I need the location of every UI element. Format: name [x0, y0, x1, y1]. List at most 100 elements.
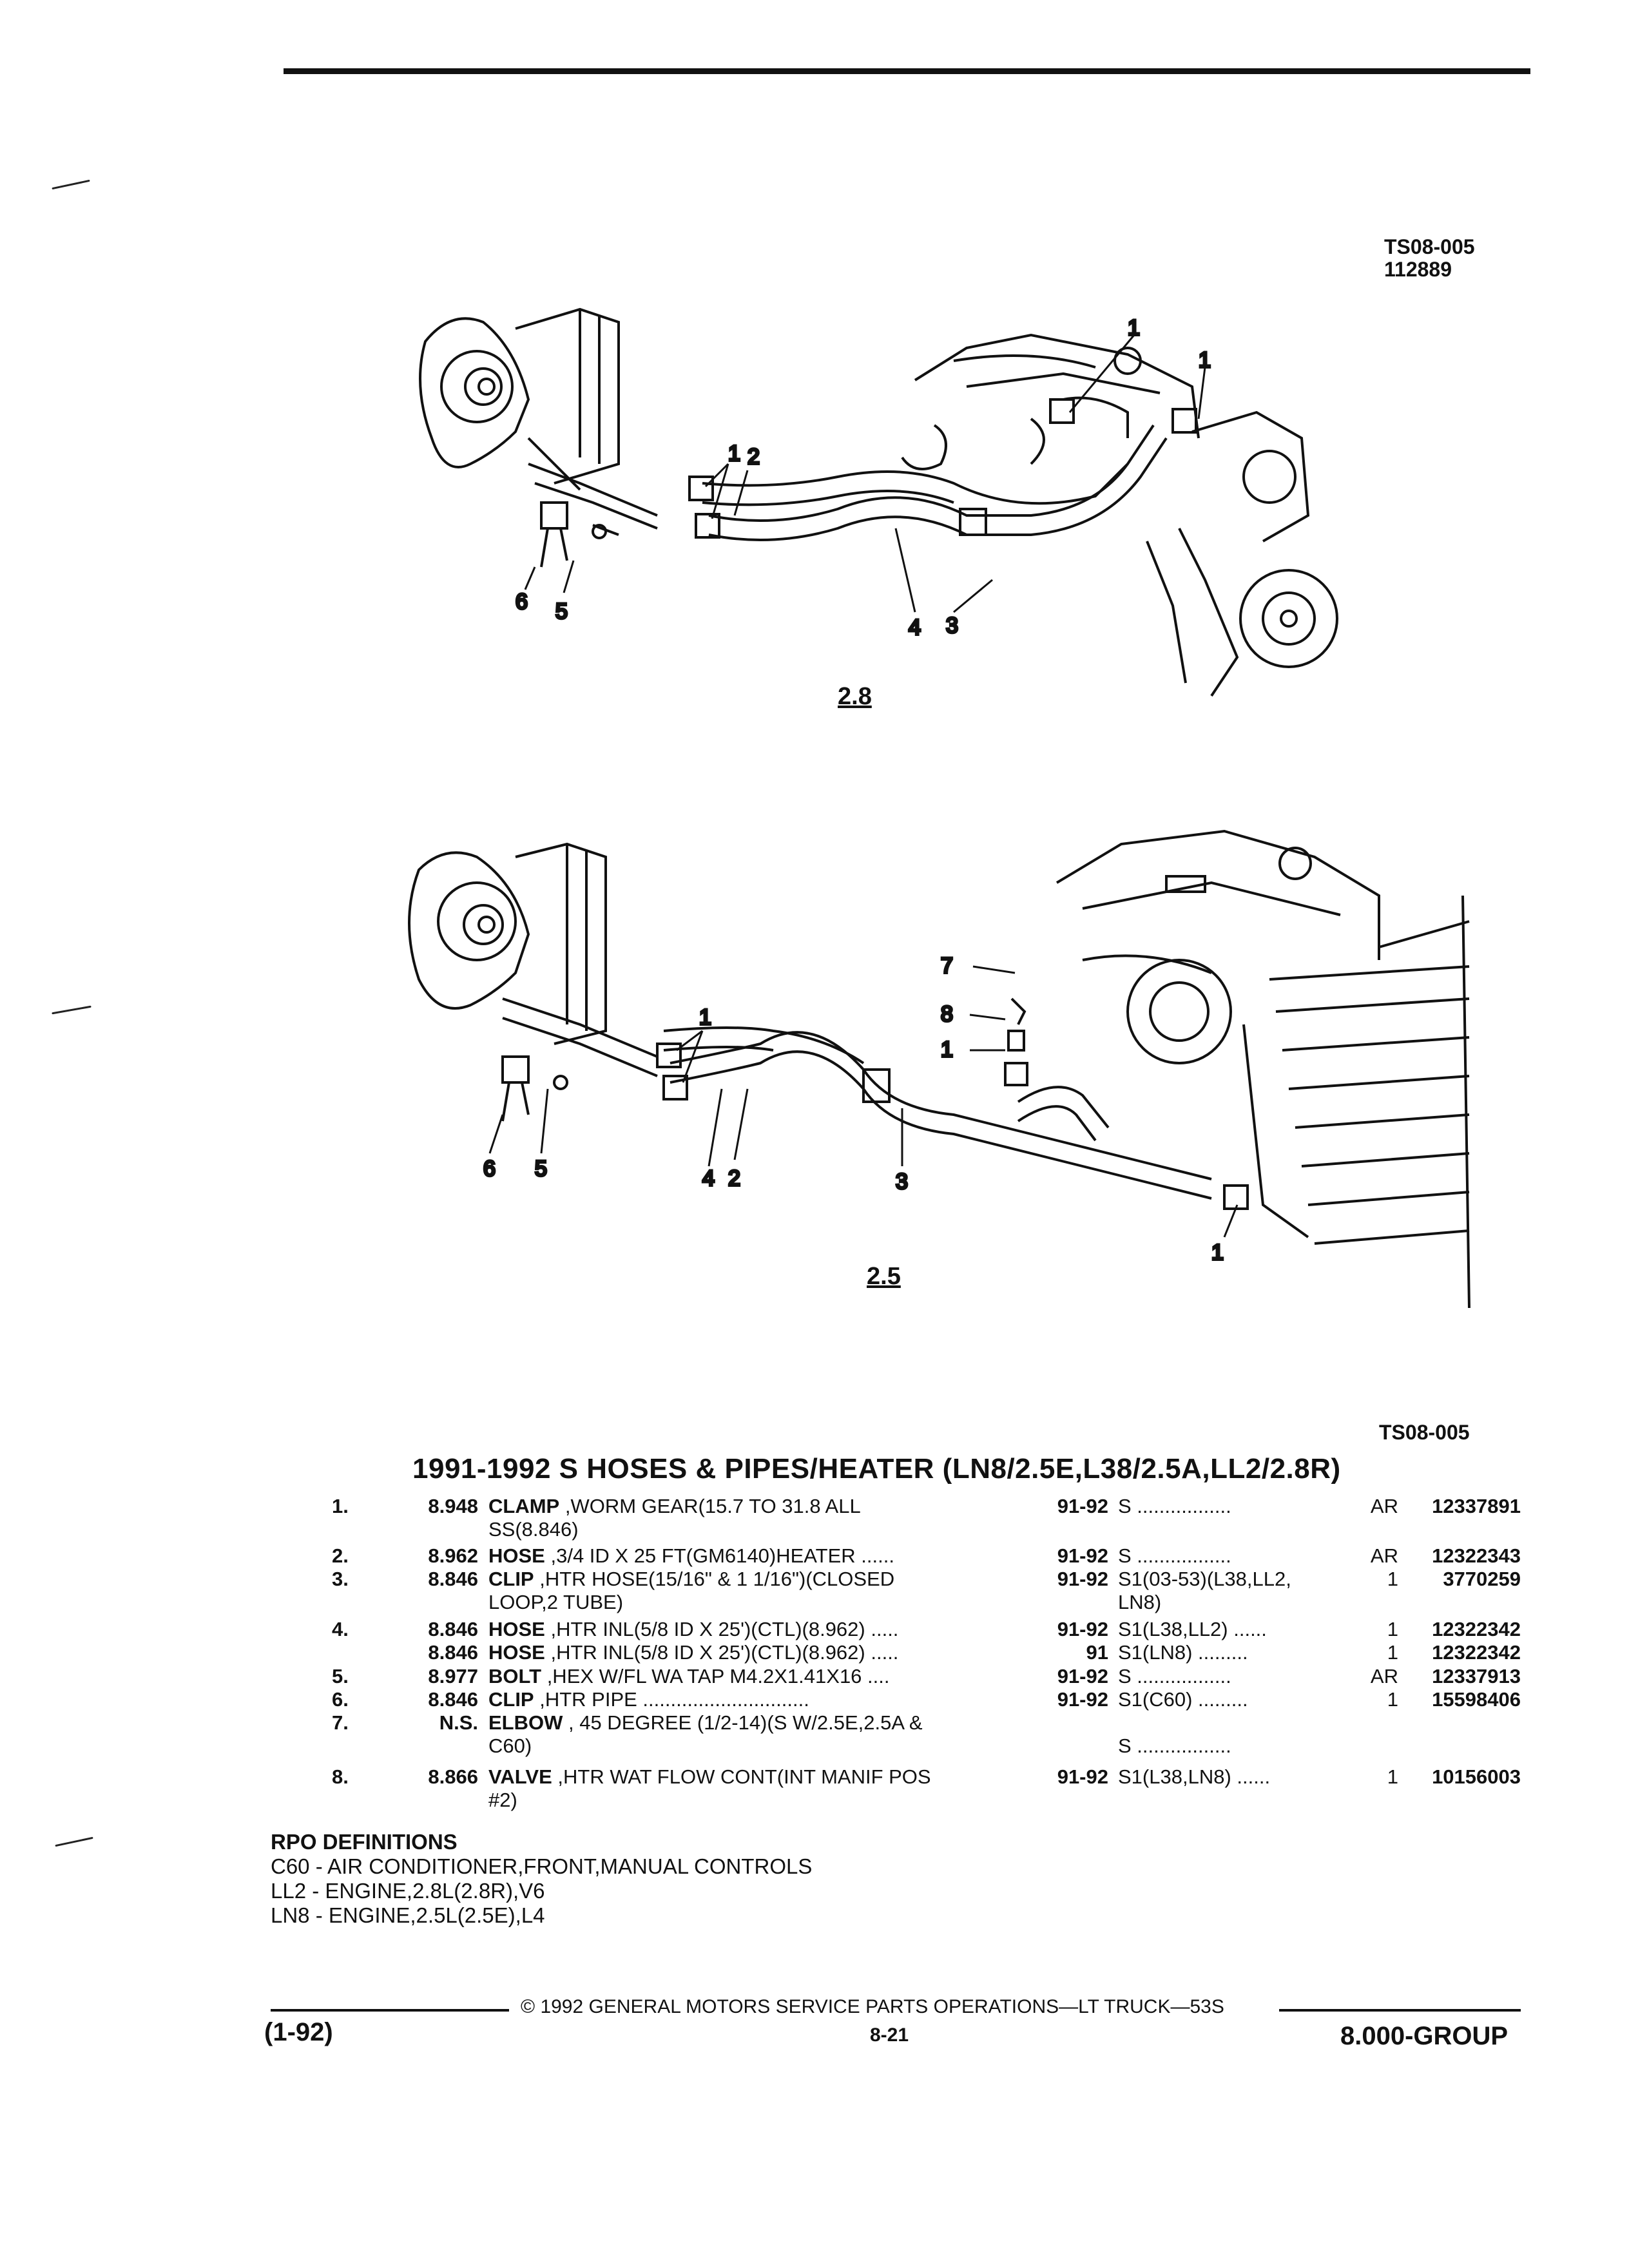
group-ref: N.S.: [439, 1711, 478, 1734]
part-number: 12322342: [1432, 1618, 1521, 1640]
part-number: 12337913: [1432, 1665, 1521, 1687]
figure-code: TS08-005: [1384, 235, 1475, 258]
usage-code-line2: LN8): [1118, 1591, 1162, 1613]
engine-block-right: [901, 333, 1338, 697]
usage-code: S1(L38,LN8) ......: [1118, 1765, 1271, 1788]
callout-number: 5: [535, 1157, 547, 1181]
group-ref: 8.846: [428, 1568, 478, 1590]
leader-lines: [488, 965, 1239, 1238]
callout-number: 1: [1211, 1240, 1224, 1265]
item-number: 4.: [332, 1618, 349, 1640]
model-years: 91-92: [1057, 1544, 1108, 1567]
callout-number: 6: [483, 1157, 496, 1181]
part-description: ELBOW , 45 DEGREE (1/2-14)(S W/2.5E,2.5A…: [488, 1711, 923, 1734]
heater-hoses: [656, 997, 1249, 1210]
lower-engine-diagram: 7 8 1 1 6 5 4 2 3 1: [408, 829, 1470, 1308]
usage-code: S .................: [1118, 1665, 1231, 1687]
callout-number: 1: [699, 1005, 711, 1030]
clip-bracket: [528, 463, 658, 568]
page-number: 8-21: [870, 2024, 909, 2046]
quantity: 1: [1387, 1688, 1398, 1711]
water-pump-left: [419, 307, 620, 491]
callout-number: 6: [516, 590, 528, 614]
group-ref: 8.962: [428, 1544, 478, 1567]
usage-code: S .................: [1118, 1544, 1231, 1567]
rpo-definition: LN8 - ENGINE,2.5L(2.5E),L4: [271, 1903, 545, 1927]
margin-mark: [55, 1836, 93, 1847]
part-description: BOLT ,HEX W/FL WA TAP M4.2X1.41X16 ....: [488, 1665, 890, 1687]
quantity: AR: [1370, 1495, 1398, 1517]
upper-engine-diagram: 1 2 1 1 6 5 4 3: [419, 307, 1338, 697]
part-description: HOSE ,3/4 ID X 25 FT(GM6140)HEATER .....…: [488, 1544, 894, 1567]
footer-revision: (1-92): [264, 2018, 333, 2046]
usage-code-line2: S .................: [1118, 1735, 1231, 1757]
model-years: 91-92: [1057, 1688, 1108, 1711]
callout-number: 5: [555, 599, 568, 624]
lower-figure-caption: 2.5: [867, 1263, 901, 1290]
figure-date-code: 112889: [1384, 258, 1452, 281]
margin-mark: [52, 179, 90, 190]
part-description: CLIP ,HTR PIPE .........................…: [488, 1688, 809, 1711]
footer-copyright: © 1992 GENERAL MOTORS SERVICE PARTS OPER…: [521, 1996, 1224, 2017]
usage-code: S .................: [1118, 1495, 1231, 1517]
callout-number: 4: [702, 1166, 715, 1191]
usage-code: S1(L38,LL2) ......: [1118, 1618, 1267, 1640]
model-years: 91-92: [1057, 1568, 1108, 1590]
quantity: 1: [1387, 1618, 1398, 1640]
group-ref: 8.846: [428, 1618, 478, 1640]
callout-number: 7: [941, 954, 953, 978]
rpo-definition: LL2 - ENGINE,2.8L(2.8R),V6: [271, 1879, 545, 1903]
part-description-line2: SS(8.846): [488, 1518, 579, 1541]
model-years: 91-92: [1057, 1495, 1108, 1517]
part-number: 12322343: [1432, 1544, 1521, 1567]
item-number: 8.: [332, 1765, 349, 1788]
part-description: HOSE ,HTR INL(5/8 ID X 25')(CTL)(8.962) …: [488, 1618, 899, 1640]
part-description: CLIP ,HTR HOSE(15/16" & 1 1/16")(CLOSED: [488, 1568, 895, 1590]
item-number: 2.: [332, 1544, 349, 1567]
rpo-definition: C60 - AIR CONDITIONER,FRONT,MANUAL CONTR…: [271, 1854, 813, 1878]
top-rule: [284, 68, 1530, 74]
quantity: 1: [1387, 1568, 1398, 1590]
usage-code: S1(LN8) .........: [1118, 1641, 1248, 1664]
callout-number: 2: [728, 1166, 740, 1191]
group-ref: 8.977: [428, 1665, 478, 1687]
item-number: 3.: [332, 1568, 349, 1590]
clip-bracket: [501, 997, 658, 1122]
usage-code: S1(03-53)(L38,LL2,: [1118, 1568, 1291, 1590]
part-number: 3770259: [1443, 1568, 1521, 1590]
group-ref: 8.948: [428, 1495, 478, 1517]
upper-figure-caption: 2.8: [838, 683, 872, 710]
callout-number: 1: [728, 441, 740, 466]
usage-code: S1(C60) .........: [1118, 1688, 1248, 1711]
group-label: 8.000-GROUP: [1340, 2022, 1509, 2050]
leader-lines: [524, 334, 1206, 613]
engine-block-right: [1055, 829, 1470, 1308]
callout-number: 8: [941, 1002, 953, 1026]
callout-number: 3: [896, 1169, 908, 1194]
callout-number: 4: [909, 615, 921, 640]
group-ref: 8.846: [428, 1641, 478, 1664]
model-years: 91: [1086, 1641, 1108, 1664]
part-number: 12337891: [1432, 1495, 1521, 1517]
part-number: 15598406: [1432, 1688, 1521, 1711]
part-description: HOSE ,HTR INL(5/8 ID X 25')(CTL)(8.962) …: [488, 1641, 899, 1664]
callout-number: 2: [747, 445, 760, 469]
water-pump-left: [408, 842, 607, 1045]
margin-mark: [52, 1005, 92, 1015]
part-description-line2: C60): [488, 1735, 532, 1757]
group-ref: 8.866: [428, 1765, 478, 1788]
part-number: 10156003: [1432, 1765, 1521, 1788]
model-years: 91-92: [1057, 1665, 1108, 1687]
model-years: 91-92: [1057, 1765, 1108, 1788]
part-description-line2: #2): [488, 1789, 517, 1811]
rpo-heading: RPO DEFINITIONS: [271, 1830, 458, 1854]
table-title: 1991-1992 S HOSES & PIPES/HEATER (LN8/2.…: [412, 1453, 1341, 1485]
callout-number: 3: [946, 613, 958, 638]
part-description: VALVE ,HTR WAT FLOW CONT(INT MANIF POS: [488, 1765, 931, 1788]
item-number: 1.: [332, 1495, 349, 1517]
table-code: TS08-005: [1379, 1421, 1470, 1444]
item-number: 7.: [332, 1711, 349, 1734]
callout-number: 1: [1128, 316, 1140, 340]
quantity: AR: [1370, 1544, 1398, 1567]
callout-number: 1: [941, 1037, 953, 1062]
